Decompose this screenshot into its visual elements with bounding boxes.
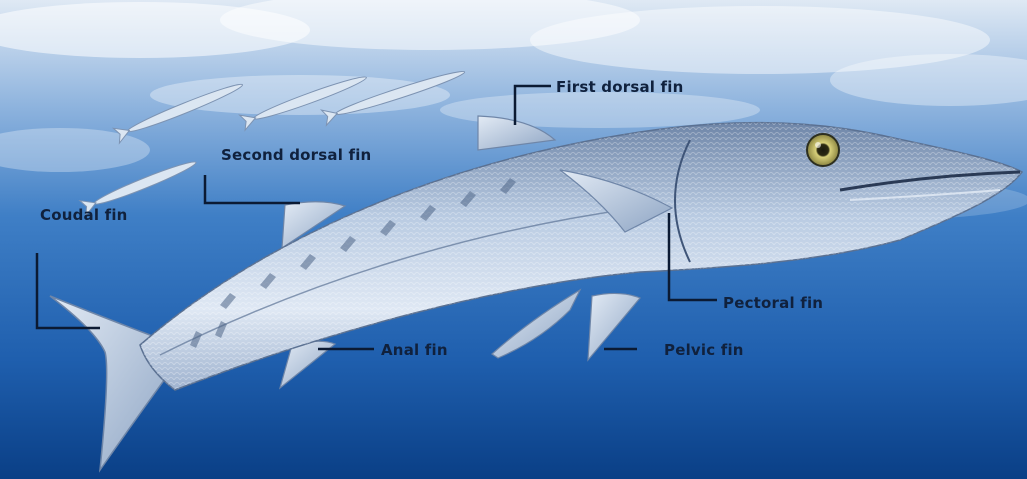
label-pelvic-fin: Pelvic fin — [664, 341, 744, 359]
label-anal-fin: Anal fin — [381, 341, 448, 359]
label-pectoral-fin: Pectoral fin — [723, 294, 823, 312]
fish-eye — [807, 134, 839, 166]
label-caudal-fin: Coudal fin — [40, 206, 128, 224]
label-first-dorsal-fin: First dorsal fin — [556, 78, 684, 96]
label-second-dorsal-fin: Second dorsal fin — [221, 146, 371, 164]
